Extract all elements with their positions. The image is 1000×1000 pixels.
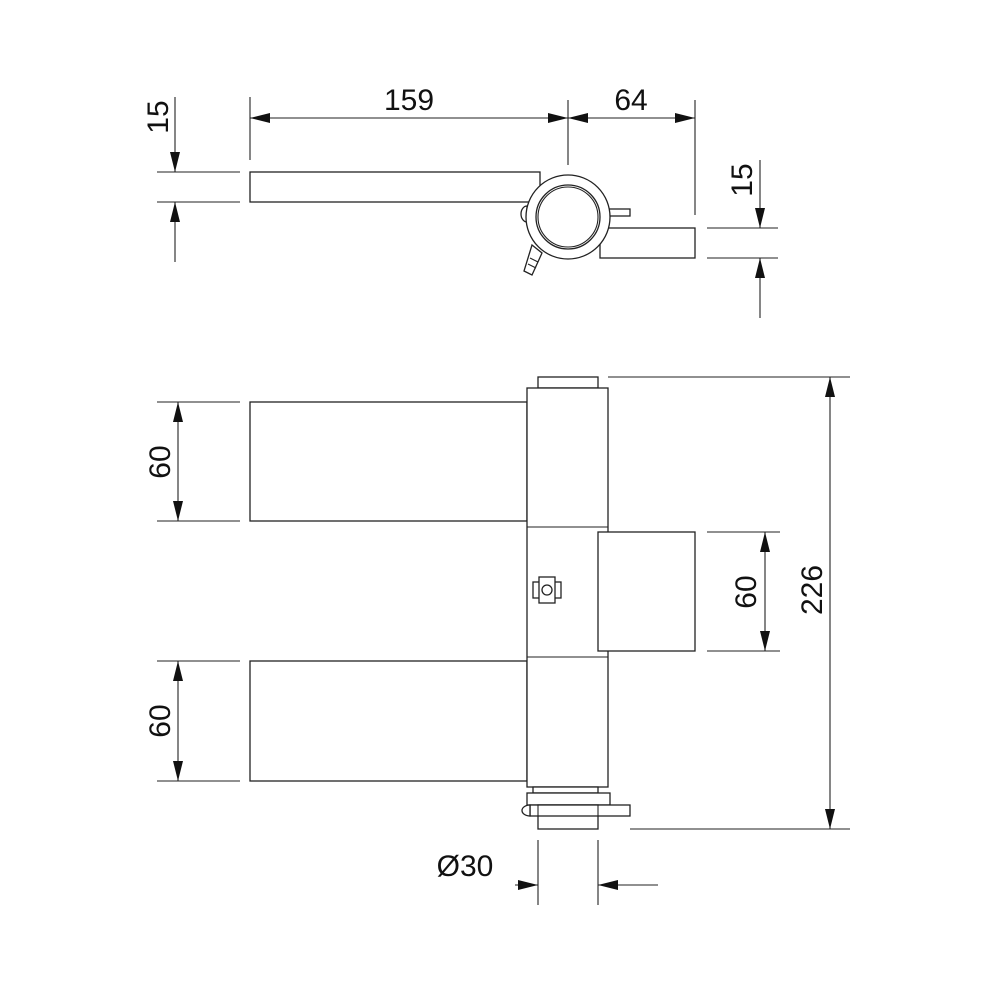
dim-15-left: 15 — [142, 100, 175, 133]
flange — [526, 792, 611, 806]
grease-nipple-front — [532, 576, 562, 604]
front-view — [249, 376, 696, 830]
dim-226: 226 — [796, 565, 829, 615]
dimension-diameter-30: Ø30 — [437, 840, 658, 905]
dimension-15-left: 15 — [142, 97, 240, 262]
dimension-15-right: 15 — [707, 160, 778, 318]
right-leaf-top — [599, 227, 696, 259]
dim-diameter-30: Ø30 — [437, 850, 494, 883]
dimension-226: 226 — [608, 376, 850, 830]
dim-64: 64 — [614, 84, 647, 117]
leaf-right — [597, 531, 696, 652]
top-cap — [537, 376, 599, 389]
dim-60-lower: 60 — [144, 704, 177, 737]
top-view — [249, 171, 696, 276]
ring — [532, 786, 599, 794]
dimension-60-upper: 60 — [144, 401, 240, 522]
left-leaf-top — [249, 171, 541, 203]
leaf-upper — [249, 401, 528, 522]
dim-15-right: 15 — [726, 163, 759, 196]
leaf-lower — [249, 660, 528, 782]
dim-60-right: 60 — [730, 575, 763, 608]
knuckle-inner — [535, 184, 601, 250]
dimension-159-64: 159 64 — [249, 84, 696, 215]
dimension-60-right: 60 — [707, 531, 780, 652]
dim-159: 159 — [384, 84, 434, 117]
pin-rod — [529, 804, 631, 817]
dimension-60-lower: 60 — [144, 660, 240, 782]
dim-60-upper: 60 — [144, 445, 177, 478]
